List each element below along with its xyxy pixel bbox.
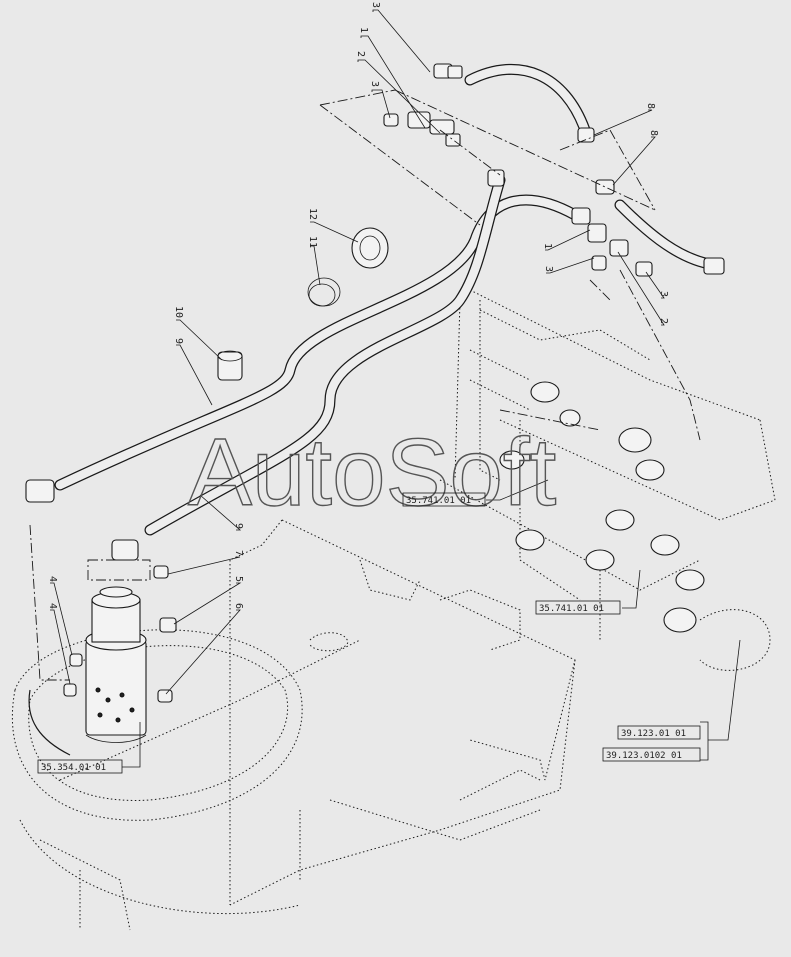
callout-label: 9 — [173, 338, 184, 344]
callout-label: 4 — [47, 576, 58, 582]
callout-label: 2 — [658, 318, 669, 324]
callout-label: 4 — [47, 603, 58, 609]
callout-label: 3 — [369, 81, 380, 87]
callout-label: 1 — [542, 243, 553, 249]
phantom-lines — [29, 89, 701, 681]
rotary-joint — [85, 586, 147, 743]
callout-label: 7 — [233, 550, 244, 556]
callout-label: 2 — [355, 51, 366, 57]
chassis-frame — [19, 289, 776, 931]
callout-label: 3 — [370, 2, 381, 8]
reference-label: 35.741.01 01 — [539, 604, 604, 614]
leader-lines — [50, 9, 741, 768]
hydraulic-hoses — [54, 63, 721, 536]
watermark-text: AutoSoft — [188, 419, 556, 526]
reference-label: 35.354.01 01 — [41, 763, 106, 773]
callout-label: 8 — [645, 103, 656, 109]
reference-label: 35.741.01 01 — [406, 496, 471, 506]
callout-label: 9 — [233, 523, 244, 529]
callout-label: 12 — [307, 208, 318, 220]
fittings — [25, 63, 725, 703]
callout-label: 1 — [358, 27, 369, 33]
callout-label: 11 — [307, 236, 318, 248]
clamp-parts — [217, 227, 389, 381]
valve-blocks — [499, 381, 705, 633]
reference-boxes: 35.741.01 01 35.741.01 01 35.354.01 01 3… — [37, 492, 701, 774]
callout-label: 8 — [648, 130, 659, 136]
callout-label: 10 — [173, 306, 184, 318]
reference-label: 39.123.01 01 — [621, 729, 686, 739]
reference-label: 39.123.0102 01 — [606, 751, 682, 761]
swing-ring — [11, 629, 303, 821]
callout-label: 3 — [658, 291, 669, 297]
callout-label: 3 — [543, 266, 554, 272]
callout-label: 5 — [233, 576, 244, 582]
callout-label: 6 — [233, 603, 244, 609]
callout-numbers: 3 1 2 3 8 8 12 11 10 9 1 3 3 2 9 7 4 4 5… — [47, 2, 669, 609]
